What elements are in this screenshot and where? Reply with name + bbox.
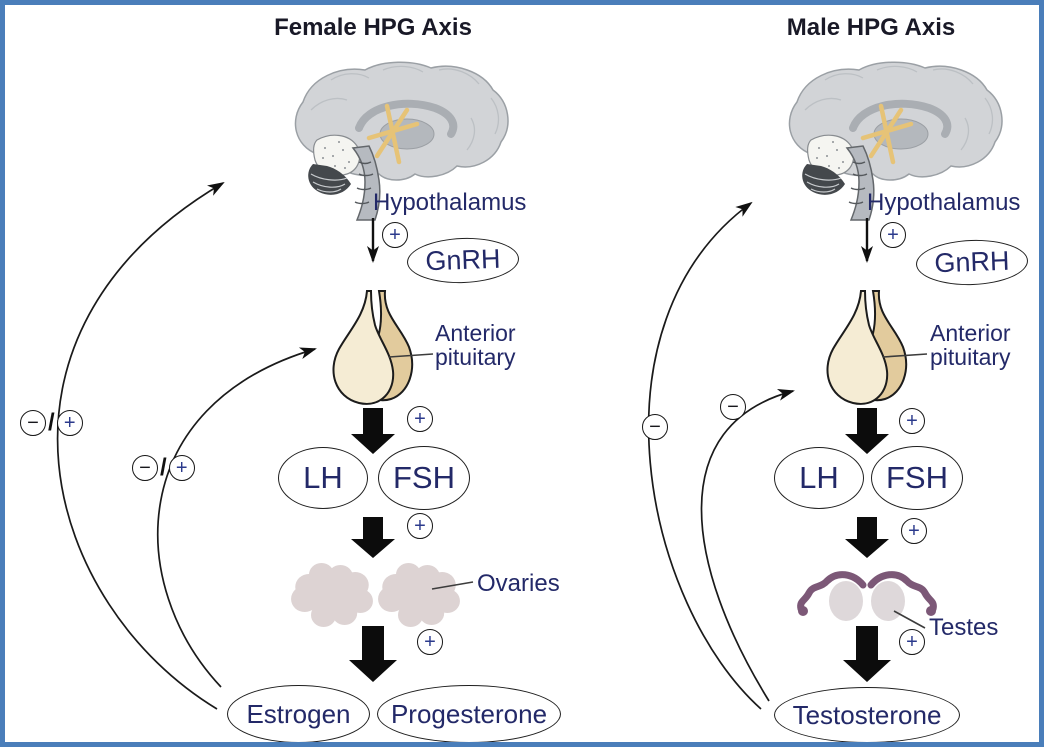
male-hypothalamus-label: Hypothalamus: [867, 189, 1021, 216]
female-pituitary-feedback-signs: − / +: [132, 454, 195, 482]
female-feedback-to-hypothalamus-arrow: [56, 181, 225, 710]
female-lh-node: LH: [278, 447, 368, 509]
male-pituitary-plus-sign: +: [899, 408, 925, 434]
female-hypothalamus-feedback-signs: − / +: [20, 409, 83, 437]
slash-separator: /: [160, 454, 167, 481]
female-fsh-node: FSH: [378, 446, 470, 510]
female-anterior-pituitary-label-line2: pituitary: [435, 344, 516, 370]
male-testosterone-node: Testosterone: [774, 687, 960, 742]
female-anterior-pituitary-label: Anterior pituitary: [435, 321, 516, 369]
minus-sign: −: [20, 410, 46, 436]
male-anterior-pituitary-label: Anterior pituitary: [930, 321, 1011, 369]
female-gnrh-plus-sign: +: [382, 222, 408, 248]
slash-separator: /: [48, 409, 55, 436]
female-hypothalamus-label: Hypothalamus: [373, 189, 527, 216]
female-block-arrows: [349, 408, 397, 682]
female-pituitary-plus-sign: +: [407, 406, 433, 432]
female-ovary-left: [291, 563, 373, 627]
male-testes-graphic: [797, 571, 937, 621]
female-pituitary-pointer-line: [388, 353, 434, 358]
female-estrogen-node: Estrogen: [227, 685, 370, 742]
male-title: Male HPG Axis: [786, 14, 956, 41]
male-pituitary-feedback-minus-sign: −: [720, 394, 746, 420]
male-gnrh-plus-sign: +: [880, 222, 906, 248]
female-gonadotropin-plus-sign: +: [407, 513, 433, 539]
female-feedback-to-pituitary-arrow: [157, 347, 317, 688]
male-testes-label: Testes: [929, 614, 999, 641]
female-anterior-pituitary-label-line1: Anterior: [435, 320, 516, 346]
female-ovaries-pointer-line: [431, 581, 474, 590]
female-title: Female HPG Axis: [274, 14, 472, 41]
female-ovary-right: [378, 563, 460, 627]
plus-sign: +: [56, 410, 83, 436]
male-anterior-pituitary-label-line1: Anterior: [930, 320, 1011, 346]
female-pituitary: [332, 290, 414, 405]
female-ovaries-label: Ovaries: [477, 570, 560, 597]
female-ovaries-plus-sign: +: [417, 629, 443, 655]
male-pituitary-pointer-line: [882, 353, 928, 358]
male-feedback-to-pituitary-arrow: [700, 389, 795, 702]
minus-sign: −: [132, 455, 158, 481]
plus-sign: +: [168, 455, 195, 481]
male-testes-plus-sign: +: [899, 629, 925, 655]
male-hypothalamus-feedback-minus-sign: −: [642, 414, 668, 440]
female-progesterone-node: Progesterone: [377, 685, 561, 742]
male-pituitary: [826, 290, 908, 405]
male-gonadotropin-plus-sign: +: [901, 518, 927, 544]
male-fsh-node: FSH: [871, 446, 963, 510]
male-block-arrows: [843, 408, 891, 682]
male-anterior-pituitary-label-line2: pituitary: [930, 344, 1011, 370]
male-testes-pointer-line: [893, 610, 926, 629]
male-feedback-to-hypothalamus-arrow: [647, 201, 762, 710]
diagram-artwork: [56, 5, 1039, 710]
male-lh-node: LH: [774, 447, 864, 509]
